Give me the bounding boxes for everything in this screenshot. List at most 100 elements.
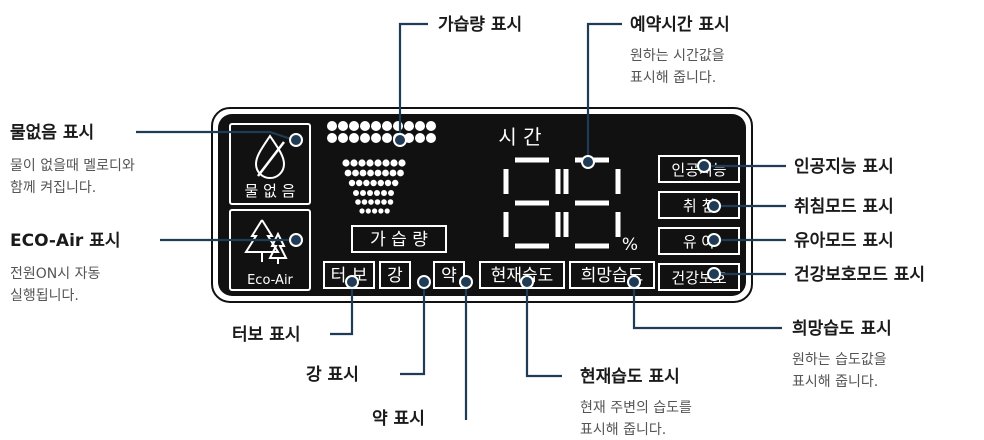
pointer-dot-weak: [459, 275, 473, 289]
leader-lines: [136, 22, 786, 420]
humidify-dot: [384, 179, 392, 187]
eco-air-label: Eco-Air: [247, 273, 293, 288]
callout-current-humidity-desc-2: 표시해 줍니다.: [580, 422, 666, 438]
humidify-dot: [374, 159, 382, 167]
humidify-dot: [393, 121, 403, 131]
strong-label: 강: [387, 266, 403, 286]
humidify-dot: [374, 190, 380, 196]
humidify-dot: [338, 133, 348, 143]
pointer-dot-turbo: [345, 275, 359, 289]
humidify-dot: [415, 133, 425, 143]
callout-no-water-desc-2: 함께 켜집니다.: [10, 180, 96, 196]
current-humidity-box: [479, 261, 565, 289]
target-humidity-box: [569, 261, 655, 289]
leader-humidify: [398, 22, 428, 138]
humidify-dot: [366, 159, 374, 167]
humidify-dot: [358, 159, 366, 167]
humidify-dot: [350, 159, 358, 167]
callout-strong-title: 강 표시: [306, 365, 359, 385]
humidify-label: 가 습 량: [370, 230, 428, 250]
humidify-dot: [415, 121, 425, 131]
humidify-dot: [397, 169, 404, 177]
pointer-dot-eco-air: [289, 233, 303, 247]
callout-no-water-title: 물없음 표시: [10, 123, 94, 143]
humidify-dot: [382, 169, 389, 177]
humidify-dot: [374, 169, 382, 177]
pointer-dot-sleep: [707, 199, 721, 213]
humidify-dot: [342, 159, 350, 167]
callout-turbo-title: 터보 표시: [232, 325, 300, 345]
callout-reservation-desc-1: 원하는 시간값을: [630, 48, 725, 64]
humidify-dot: [374, 199, 381, 205]
humidify-dot: [344, 169, 352, 177]
health-box: [658, 263, 740, 291]
strong-box: [379, 261, 411, 289]
humidify-dot: [404, 121, 414, 131]
callout-reservation-title: 예약시간 표시: [630, 14, 730, 35]
callout-humidify-title: 가습량 표시: [438, 15, 522, 35]
callout-current-humidity-desc-1: 현재 주변의 습도를: [580, 400, 692, 416]
humidify-dot: [360, 190, 366, 196]
humidify-dot: [327, 133, 337, 143]
humidify-dot: [377, 179, 384, 187]
callout-baby-title: 유아모드 표시: [794, 231, 894, 251]
pointer-dots: [289, 133, 721, 289]
humidify-dot: [426, 133, 436, 143]
humidify-dot: [387, 199, 394, 205]
current-humidity-label: 현재습도: [491, 266, 554, 286]
humidify-dot: [352, 169, 359, 177]
humidify-dot: [360, 133, 370, 143]
humidify-dot: [372, 208, 378, 214]
no-water-icon: [254, 134, 286, 179]
leader-reservation: [586, 22, 622, 162]
humidify-dot: [368, 199, 374, 205]
humidify-dot: [381, 190, 387, 196]
weak-box: [433, 261, 465, 289]
ai-box: [658, 155, 740, 183]
callout-target-humidity-desc-2: 표시해 줍니다.: [792, 374, 878, 390]
humidify-dot: [371, 121, 381, 131]
callout-eco-air-desc-1: 전원ON시 자동: [10, 266, 100, 282]
leader-strong: [400, 280, 426, 376]
humidify-dot: [371, 133, 381, 143]
lcd-panel: [218, 114, 746, 296]
pointer-dot-current-humidity: [520, 275, 534, 289]
humidify-dot: [355, 199, 361, 205]
pointer-dot-humidify: [393, 133, 407, 147]
baby-label: 유 아: [683, 233, 716, 251]
humidify-dot: [384, 208, 390, 214]
callout-current-humidity-title: 현재습도 표시: [580, 367, 680, 387]
humidify-dot: [378, 208, 384, 214]
humidify-dot: [361, 199, 368, 205]
percent-sign: %: [622, 235, 638, 255]
leader-turbo: [330, 280, 354, 336]
eco-air-icon-box: [229, 209, 311, 291]
humidify-dot: [388, 190, 394, 196]
humidify-level-dots: [327, 121, 436, 214]
humidify-label-box: [351, 225, 447, 253]
callout-no-water-desc-1: 물이 없을때 멜로디와: [10, 158, 135, 174]
callout-reservation-desc-2: 표시해 줍니다.: [630, 70, 716, 86]
leader-current-humidity: [525, 280, 562, 378]
humidify-dot: [398, 159, 406, 167]
humidify-dot: [426, 121, 436, 131]
callout-target-humidity-title: 희망습도 표시: [792, 319, 892, 339]
pointer-dot-target-humidity: [627, 275, 641, 289]
callout-target-humidity-desc-1: 원하는 습도값을: [792, 352, 887, 368]
callout-ai-title: 인공지능 표시: [794, 157, 894, 177]
humidify-dot: [360, 121, 370, 131]
humidify-dot: [353, 190, 359, 196]
tree-icon: [244, 219, 288, 264]
humidify-dot: [382, 133, 392, 143]
humidify-dot: [390, 159, 398, 167]
humidify-dot: [382, 159, 390, 167]
callout-eco-air-title: ECO-Air 표시: [10, 231, 120, 251]
no-water-label: 물 없 음: [245, 182, 296, 200]
time-label: 시 간: [498, 125, 541, 149]
sleep-label: 취 침: [683, 197, 715, 215]
weak-label: 약: [441, 266, 457, 286]
humidify-dot: [359, 208, 365, 214]
humidify-dot: [365, 208, 371, 214]
pointer-dot-reservation: [581, 155, 595, 169]
